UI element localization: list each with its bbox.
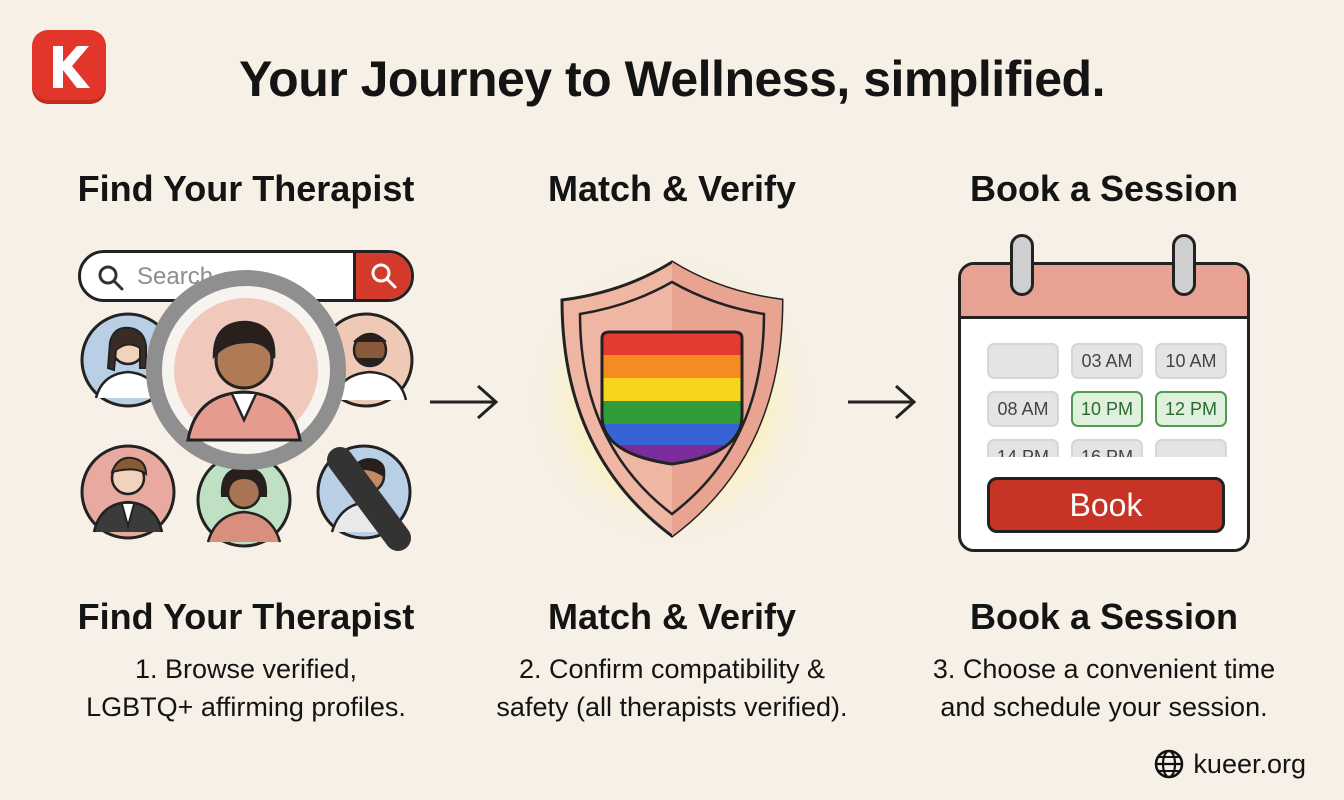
step-1-title: Find Your Therapist	[77, 596, 415, 637]
time-slot[interactable]: 03 AM	[1071, 343, 1143, 379]
step-2-description: 2. Confirm compatibility & safety (all t…	[496, 654, 848, 722]
website-text: kueer.org	[1193, 748, 1306, 779]
step-3-title: Book a Session	[969, 596, 1239, 637]
time-slot[interactable]: 08 AM	[987, 391, 1059, 427]
logo-k-icon	[53, 46, 90, 88]
time-slot[interactable]: 14 PM	[987, 439, 1059, 457]
avatar[interactable]	[80, 444, 176, 540]
avatar[interactable]	[196, 452, 292, 548]
website-link[interactable]: kueer.org	[1153, 748, 1306, 780]
calendar-rings	[958, 234, 1250, 296]
page-title: Your Journey to Wellness, simplified.	[239, 51, 1105, 107]
book-button[interactable]: Book	[987, 477, 1225, 533]
time-slot[interactable]: 10 AM	[1155, 343, 1227, 379]
calendar-ring	[1010, 234, 1034, 296]
arrow-right-icon	[430, 384, 499, 420]
time-slot[interactable]	[1155, 439, 1227, 457]
step-3-heading: Book a Session	[969, 168, 1239, 209]
kueer-logo[interactable]	[32, 30, 106, 104]
time-slot[interactable]: 16 PM	[1071, 439, 1143, 457]
shield-icon	[522, 248, 822, 552]
arrow-right-icon	[848, 384, 917, 420]
step-1-heading: Find Your Therapist	[77, 168, 415, 209]
globe-icon	[1155, 749, 1184, 779]
step-3-description: 3. Choose a convenient time and schedule…	[932, 654, 1276, 722]
search-button[interactable]	[353, 253, 411, 299]
step-1-description: 1. Browse verified, LGBTQ+ affirming pro…	[86, 654, 406, 722]
calendar-icon: 03 AM 10 AM 08 AM 10 PM 12 PM 14 PM 16 P…	[958, 262, 1250, 552]
search-icon	[371, 263, 396, 289]
time-slots: 03 AM 10 AM 08 AM 10 PM 12 PM 14 PM 16 P…	[987, 343, 1231, 457]
step-2-title: Match & Verify	[547, 596, 797, 637]
step-2-heading: Match & Verify	[547, 168, 797, 209]
calendar-ring	[1172, 234, 1196, 296]
time-slot[interactable]	[987, 343, 1059, 379]
therapist-profiles	[80, 270, 414, 551]
search-icon	[98, 265, 124, 291]
time-slot-selected[interactable]: 12 PM	[1155, 391, 1227, 427]
time-slot-selected[interactable]: 10 PM	[1071, 391, 1143, 427]
magnifier-icon	[146, 270, 411, 551]
calendar-header	[961, 265, 1247, 319]
